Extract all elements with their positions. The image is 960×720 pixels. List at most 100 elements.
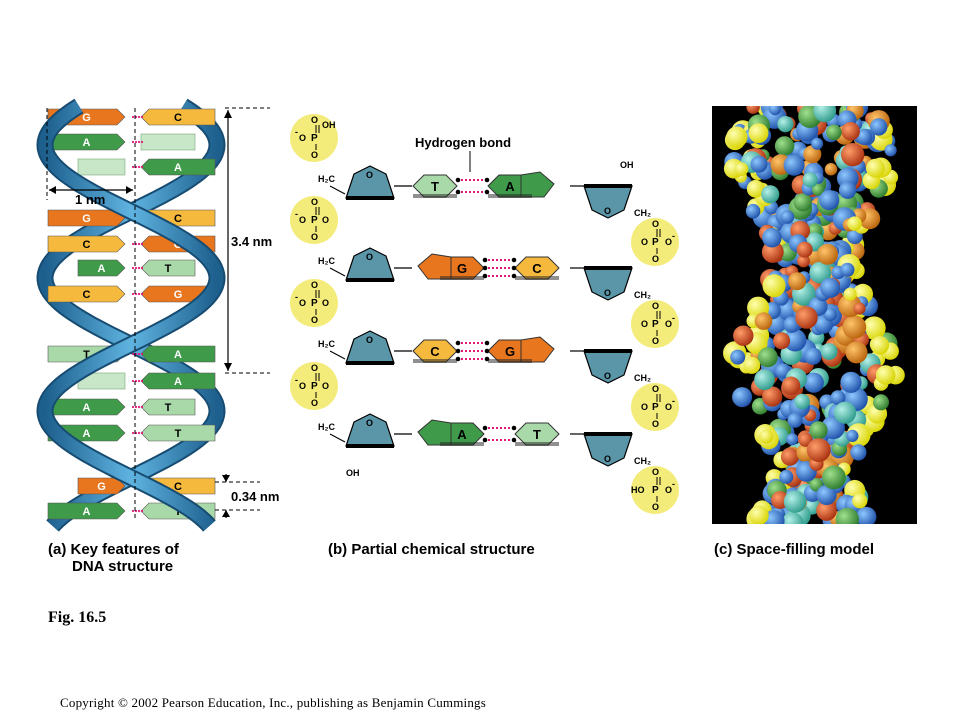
ring-oxygen: O: [604, 288, 611, 298]
atom-sphere: [762, 227, 782, 248]
phosphate-charge: -: [295, 292, 298, 302]
phosphate-o-bottom: O: [311, 150, 318, 160]
atom-sphere: [856, 128, 873, 145]
right-base: [140, 424, 216, 442]
atom-sphere: [817, 243, 838, 265]
a-hbond-dot: [131, 352, 135, 356]
atom-sphere: [773, 332, 791, 350]
atom-sphere: [726, 126, 748, 148]
phosphate-o-top: O: [311, 197, 318, 207]
atom-sphere: [759, 429, 774, 444]
left-sugar: O: [345, 413, 395, 448]
phosphate-o-top: O: [311, 115, 318, 125]
atom-sphere: [794, 393, 810, 410]
left-c5-bond: [329, 185, 346, 195]
a-hbond-dot: [137, 509, 141, 513]
atom-sphere: [830, 390, 846, 405]
caption-a: (a) Key features of DNA structure: [48, 541, 179, 575]
phosphate-o-link: O: [322, 215, 329, 225]
atom-sphere: [761, 185, 780, 204]
left-base-letter: A: [83, 506, 91, 518]
atom-sphere: [820, 277, 840, 298]
bond-atom: [455, 348, 461, 354]
phosphate-p: P: [311, 133, 318, 144]
atom-sphere: [803, 372, 824, 393]
atom-sphere: [746, 179, 765, 198]
a-hbond-dot: [140, 379, 144, 383]
atom-sphere: [811, 137, 824, 150]
atom-sphere: [812, 183, 825, 196]
atom-sphere: [813, 106, 837, 123]
atom-sphere: [748, 123, 769, 143]
atom-sphere: [866, 158, 885, 178]
bond-atom: [511, 257, 517, 263]
a-hbond-dot: [137, 352, 141, 356]
bond-atom: [455, 356, 461, 362]
left-base: C: [412, 339, 458, 363]
right-base-blank: [140, 133, 196, 151]
space-filling-atoms: [723, 106, 905, 524]
base-shadow: [440, 442, 484, 446]
ring-oxygen: O: [366, 335, 373, 345]
right-base: A: [487, 171, 555, 198]
hydrogen-bond-label: Hydrogen bond: [415, 135, 511, 150]
left-h2c: H₂C: [318, 174, 335, 184]
bond-atom: [511, 265, 517, 271]
a-hbond-dot: [137, 115, 141, 119]
left-base-letter: A: [83, 402, 91, 414]
base-imidazole-ring: [417, 253, 452, 280]
bond-atom: [484, 177, 490, 183]
phosphate-o-side: O: [299, 215, 306, 225]
atom-sphere: [834, 401, 857, 424]
base-shadow: [413, 359, 457, 363]
atom-sphere: [733, 325, 754, 346]
right-base-letter: T: [175, 428, 182, 440]
phosphate-o-link: O: [322, 381, 329, 391]
left-base: [77, 477, 126, 495]
left-base-letter: A: [98, 263, 106, 275]
deoxyribose-ring: [345, 165, 395, 199]
base-pair: A: [47, 133, 196, 151]
phosphate-o-side: O: [299, 381, 306, 391]
phosphate-p: P: [652, 485, 659, 496]
a-hbond-dot: [134, 140, 138, 144]
a-hbond-dot: [131, 115, 135, 119]
rise-arrow: [222, 474, 230, 518]
atom-sphere: [754, 369, 775, 391]
deoxyribose-ring: [345, 413, 395, 447]
right-base-letter: T: [165, 263, 172, 275]
left-base: [47, 235, 126, 253]
phosphate-charge: -: [672, 479, 675, 489]
base-shadow: [515, 276, 559, 280]
phosphate-o-bottom: O: [311, 232, 318, 242]
phosphate-o-top: O: [311, 363, 318, 373]
hydrogen-bond-group: [482, 257, 517, 279]
width-label: 1 nm: [75, 192, 105, 207]
atom-sphere: [840, 262, 855, 277]
atom-sphere: [841, 122, 860, 141]
phosphate-o-link: O: [641, 402, 648, 412]
phosphate-oh: OH: [322, 120, 336, 130]
atom-sphere: [781, 512, 804, 524]
left-c5-bond: [329, 267, 346, 277]
base-imidazole-ring: [417, 419, 452, 446]
atom-sphere: [820, 343, 838, 360]
right-base-letter: G: [174, 289, 183, 301]
left-base-letter: G: [82, 213, 91, 225]
bond-atom: [482, 425, 488, 431]
figure-label: Fig. 16.5: [48, 609, 107, 626]
phosphate-halo: [290, 114, 338, 162]
right-base-letter: C: [174, 112, 182, 124]
a-hbond-dot: [140, 352, 144, 356]
left-base: A: [417, 419, 485, 446]
phosphate-o-side: O: [665, 402, 672, 412]
a-hbond-dot: [137, 431, 141, 435]
a-hbond-dot: [140, 165, 144, 169]
atom-sphere: [797, 254, 810, 268]
base-shadow: [488, 359, 532, 363]
